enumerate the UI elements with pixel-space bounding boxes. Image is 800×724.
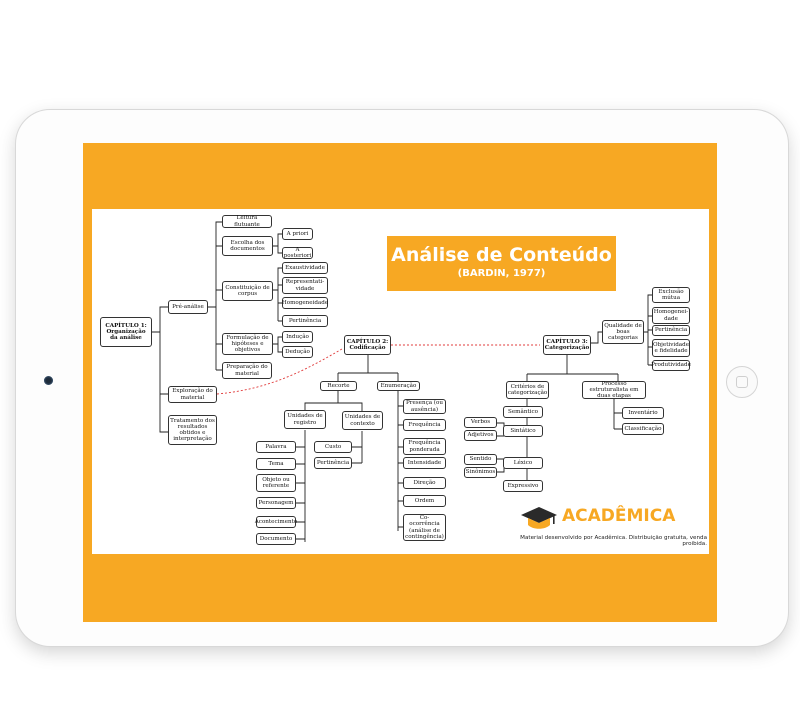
node-classificacao: Classificação: [622, 423, 664, 435]
node-unidades-contexto: Unidades de contexto: [342, 411, 383, 430]
node-intensidade: Intensidade: [403, 457, 446, 469]
node-homogeneidade: Homogeneidade: [282, 297, 328, 309]
node-documento: Documento: [256, 533, 296, 545]
node-representatividade: Representati-vidade: [282, 277, 328, 294]
mind-map-connectors: [152, 221, 652, 542]
node-tema: Tema: [256, 458, 296, 470]
node-palavra: Palavra: [256, 441, 296, 453]
node-escolha-documentos: Escolha dos documentos: [222, 236, 273, 256]
node-leitura-flutuante: Leitura flutuante: [222, 215, 272, 228]
title-banner: Análise de Conteúdo (BARDIN, 1977): [387, 236, 616, 291]
logo-wordmark: ACADÊMICA: [562, 506, 676, 526]
node-sintatico: Sintático: [503, 425, 543, 437]
node-inventario: Inventário: [622, 407, 664, 419]
node-a-priori: A priori: [282, 228, 313, 240]
node-exaustividade: Exaustividade: [282, 262, 328, 274]
node-objetividade-fidelidade: Objetividade e fidelidade: [652, 339, 690, 357]
node-constituicao-corpus: Constituição de corpus: [222, 281, 273, 301]
node-presenca: Presença (ou ausência): [403, 399, 446, 414]
node-formulacao-hipoteses: Formulação de hipóteses e objetivos: [222, 333, 273, 355]
tablet-screen: CAPÍTULO 1: Organização da análise Pré-a…: [83, 143, 717, 622]
graduation-cap-icon: [521, 507, 557, 529]
camera-icon: [44, 376, 53, 385]
node-capitulo-1: CAPÍTULO 1: Organização da análise: [100, 317, 152, 347]
node-sentido: Sentido: [464, 454, 497, 465]
academica-logo: ACADÊMICA: [520, 505, 690, 531]
main-title: Análise de Conteúdo: [391, 244, 612, 266]
sub-title: (BARDIN, 1977): [457, 268, 546, 279]
node-semantico: Semântico: [503, 406, 543, 418]
home-square-icon: [736, 376, 748, 388]
node-lexico: Léxico: [503, 457, 543, 469]
node-adjetivos: Adjetivos: [464, 430, 497, 441]
credit-line: Material desenvolvido por Acadêmica. Dis…: [520, 535, 707, 547]
node-exclusao-mutua: Exclusão mútua: [652, 287, 690, 303]
node-frequencia: Frequência: [403, 419, 446, 431]
node-a-posteriori: A posteriori: [282, 246, 313, 259]
node-capitulo-3: CAPÍTULO 3: Categorização: [543, 335, 591, 355]
node-pertinencia-2: Pertinência: [314, 457, 352, 469]
node-coocorrencia: Co-ocorrência (análise de contingência): [403, 514, 446, 541]
node-unidades-registro: Unidades de registro: [284, 410, 326, 429]
node-exploracao-material: Exploração do material: [168, 386, 217, 403]
node-pre-analise: Pré-análise: [168, 300, 208, 314]
node-sinonimos: Sinônimos: [464, 467, 497, 478]
home-button[interactable]: [726, 366, 758, 398]
node-frequencia-ponderada: Frequência ponderada: [403, 438, 446, 455]
node-deducao: Dedução: [282, 346, 313, 358]
node-tratamento-resultados: Tratamento dos resultados obtidos e inte…: [168, 415, 217, 445]
node-inducao: Indução: [282, 331, 313, 343]
node-criterios-categorizacao: Critérios de categorização: [506, 381, 549, 399]
node-custo: Custo: [314, 441, 352, 453]
node-objeto-referente: Objeto ou referente: [256, 474, 296, 492]
node-capitulo-2: CAPÍTULO 2: Codificação: [344, 335, 391, 355]
node-pertinencia-1: Pertinência: [282, 315, 328, 327]
mind-map-sheet: CAPÍTULO 1: Organização da análise Pré-a…: [92, 209, 709, 554]
node-ordem: Ordem: [403, 495, 446, 507]
node-enumeracao: Enumeração: [377, 381, 420, 391]
node-preparacao-material: Preparação do material: [222, 362, 272, 379]
node-expressivo: Expressivo: [503, 480, 543, 492]
node-acontecimento: Acontecimento: [255, 516, 297, 528]
node-produtividade: Produtividade: [651, 360, 691, 371]
node-direcao: Direção: [403, 477, 446, 489]
node-pertinencia-3: Pertinência: [652, 325, 690, 336]
node-homogeneidade-2: Homogenei-dade: [652, 307, 690, 324]
node-verbos: Verbos: [464, 417, 497, 428]
node-personagem: Personagem: [256, 497, 296, 509]
node-qualidade-categorias: Qualidade de boas categorias: [602, 320, 644, 344]
node-recorte: Recorte: [320, 381, 357, 391]
node-processo-estruturalista: Processo estruturalista em duas etapas: [582, 381, 646, 399]
